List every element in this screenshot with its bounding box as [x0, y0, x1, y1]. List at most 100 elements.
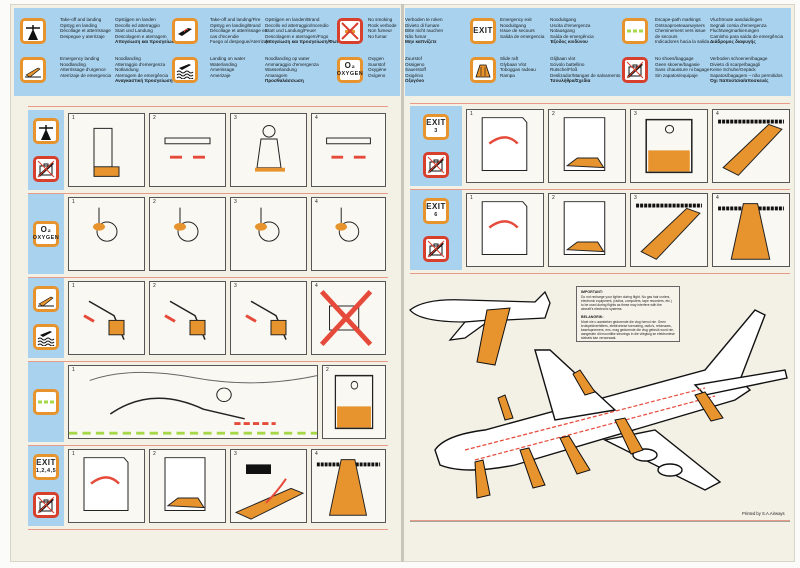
oxygen-icon-label: O₂ — [344, 61, 356, 70]
legend-line: Amerissage — [210, 67, 235, 73]
legend-line: Aterragem de emergência — [115, 72, 169, 78]
mask-illustration — [93, 207, 118, 242]
panel-number: 4 — [315, 199, 318, 205]
takeoff-landing-icon — [33, 118, 59, 144]
crawl-illustration — [69, 371, 317, 435]
door-illustration — [83, 457, 129, 511]
instruction-panel: 1 — [68, 281, 145, 355]
legend-line: Despegue y aterrizaje — [60, 33, 105, 39]
panel-number: 1 — [72, 199, 75, 205]
legend-line: Nooduitgang — [550, 17, 577, 22]
notice-text-en: Do not recharge your lighter during flig… — [581, 295, 672, 311]
panel-number: 2 — [552, 111, 555, 117]
instruction-panel: 2 — [149, 113, 226, 187]
row-divider — [28, 106, 388, 107]
brace-illustration — [83, 300, 125, 340]
legend-line: Noodlanding — [60, 61, 86, 67]
legend-line: No fumar — [368, 33, 387, 39]
instruction-panel: 3 — [230, 449, 307, 523]
legend-line: Indicadores hacia la salida — [655, 39, 710, 45]
upper-deck-aircraft — [409, 290, 551, 341]
panel-number: 1 — [72, 451, 75, 457]
instruction-panel: 1 — [68, 197, 145, 271]
slidecorr-illustration — [234, 464, 305, 520]
legend-line: Notlandung — [115, 67, 139, 73]
legend-line: Saída de emergência — [550, 33, 594, 39]
legend-line: de secours — [655, 33, 678, 39]
legend-line: Rutsche/Floß — [550, 67, 578, 73]
important-notice: IMPORTANT: Do not recharge your lighter … — [576, 286, 680, 342]
legend-line: Διάδρομος διαφυγής — [710, 39, 756, 45]
emergency-exit-icon-label: EXIT — [426, 202, 446, 211]
legend-line: Non fumeur — [368, 28, 393, 34]
panel-number: 3 — [234, 199, 237, 205]
panel-number: 1 — [470, 111, 473, 117]
person-illustration — [255, 125, 285, 172]
instruction-panel: 3 — [230, 197, 307, 271]
panel-number: 3 — [234, 283, 237, 289]
legend-line: Scivolo battellino — [550, 61, 585, 67]
panel-number: 4 — [716, 111, 719, 117]
instruction-panel: 4 — [712, 193, 790, 267]
legend-line: Αναγκαστική προσγείωση — [115, 78, 173, 84]
mask-illustration — [255, 207, 280, 242]
instruction-panel: 3 — [630, 193, 708, 267]
legend-band-right — [405, 8, 791, 96]
legend-line: Οξυγόνο — [405, 78, 425, 84]
legend-line: Décollage et atterrissage — [60, 28, 111, 34]
legend-line: Landing on water — [210, 56, 246, 61]
legend-line: Noodlanding op water — [265, 56, 310, 61]
row-divider — [410, 189, 790, 190]
notice-heading-en: IMPORTANT: — [581, 290, 603, 294]
brace-illustration — [164, 300, 206, 340]
legend-line: cas d'incendie — [210, 33, 239, 39]
legend-line: Oxigénio — [405, 72, 424, 78]
instruction-panel: 4 — [311, 197, 386, 271]
legend-line: Cheminement vers issue — [655, 28, 706, 34]
upper-slide — [476, 307, 511, 366]
legend-line: Απογείωση και προσγείωση — [115, 39, 178, 45]
legend-line: Take-off and landing/Fire — [210, 17, 261, 22]
legend-line: Sin zapatos/equipaje — [655, 72, 698, 78]
exit-number: 3 — [434, 128, 438, 134]
row-divider — [28, 277, 388, 278]
instruction-panel: 1 — [466, 193, 544, 267]
legend-line: Start und Landung/Feuer — [265, 28, 317, 34]
landing-on-water-icon — [33, 324, 59, 350]
seat-illustration — [93, 127, 120, 177]
legend-line: Oxígeno — [368, 72, 386, 78]
legend-line: Oxygène — [368, 67, 387, 73]
slide-illustration — [636, 203, 702, 260]
instruction-panel: 2 — [149, 449, 226, 523]
legend-line: Issue de secours — [500, 28, 535, 34]
legend-line: Amerizaje — [210, 72, 231, 78]
legend-line: No shoes/baggage — [655, 56, 694, 61]
instruction-panel: 4 — [712, 109, 790, 183]
legend-line: Fluchtwegmarkierungen — [710, 28, 760, 34]
door-illustration — [481, 117, 528, 171]
legend-line: Bitte nicht rauchen — [405, 28, 444, 34]
jump-illustration — [645, 118, 693, 174]
notice-text-af: Moet nie u aansteker gedurende die vlug … — [581, 320, 675, 340]
instruction-panel: 4 — [311, 449, 386, 523]
instruction-panel: 2 — [149, 197, 226, 271]
legend-line: Suurstof — [368, 61, 386, 67]
legend-line: Divieto di scarpe/bagagli — [710, 61, 761, 67]
legend-line: Fuego al despegue/Aterrizaje — [210, 39, 271, 45]
slide-illustration — [718, 119, 784, 176]
legend-line: Verboden schoenen/bagage — [710, 56, 768, 61]
